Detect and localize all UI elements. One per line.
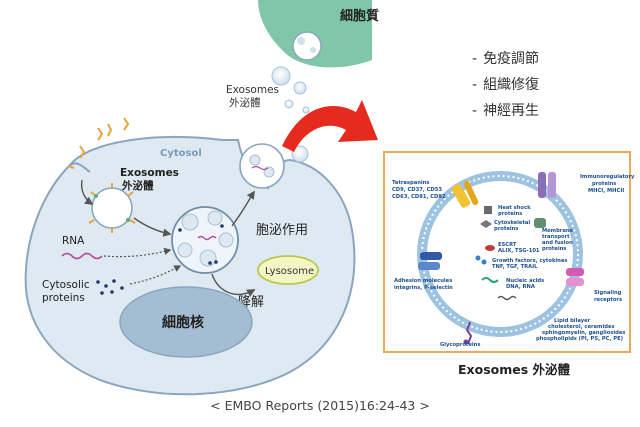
label-nucleic-acids-2: DNA, RNA: [506, 284, 535, 290]
early-endosome: [88, 183, 136, 233]
label-adhesion-1: Adhesion molecules: [394, 278, 452, 284]
label-cytoskeletal-2: proteins: [494, 226, 518, 232]
multivesicular-body: [171, 206, 239, 274]
cytosol-label: Cytosol: [160, 148, 202, 159]
source-caption: < EMBO Reports (2015)16:24-43 >: [210, 398, 430, 413]
released-exosomes-label-en: Exosomes: [226, 84, 279, 96]
label-signaling-2: receptors: [594, 297, 622, 303]
label-heat-shock-2: proteins: [498, 211, 522, 217]
label-lipid-bilayer-4: phospholipids (PI, PS, PC, PE): [536, 336, 623, 342]
label-lipid-bilayer-2: cholesterol, ceramides: [548, 324, 615, 330]
label-escrt-2: ALIX, TSG-101: [498, 248, 540, 254]
label-tetraspanins-3: CD63, CD81, CD82: [392, 194, 446, 200]
label-nucleic-acids-1: Nucleic acids: [506, 278, 544, 284]
cytosolic-proteins-label-line2: proteins: [42, 292, 85, 304]
label-tetraspanins-1: Tetraspanins: [392, 180, 429, 186]
detail-labels: Tetraspanins CD9, CD37, CD53 CD63, CD81,…: [392, 174, 635, 348]
inner-exosomes-label-en: Exosomes: [120, 167, 179, 179]
label-adhesion-2: integrins, P-selectin: [394, 285, 453, 291]
inner-exosomes-label-zh: 外泌體: [121, 179, 154, 192]
label-immunoregulatory-2: proteins: [592, 181, 616, 187]
rna-label: RNA: [62, 235, 85, 247]
budding-exosome: [239, 143, 309, 189]
label-cytoskeletal-1: Cytoskeletal: [494, 220, 530, 226]
rna-strand: [61, 252, 103, 260]
exosome-detail-title: Exosomes 外泌體: [458, 362, 571, 377]
benefits-list: -免疫調節 -組織修復 -神經再生: [472, 46, 632, 124]
membrane-proteins: [418, 172, 584, 345]
released-exosomes-label-zh: 外泌體: [229, 96, 261, 109]
label-membrane-transport-3: and fusion: [542, 240, 573, 246]
cargo-icons: [475, 206, 546, 301]
red-arrow: [282, 100, 378, 152]
label-growth-factors-2: TNF, TGF, TRAIL: [492, 264, 538, 270]
lysosome: [257, 255, 319, 285]
label-signaling-1: Signaling: [594, 290, 622, 296]
label-heat-shock-1: Heat shock: [498, 205, 531, 211]
lysosome-label: Lysosome: [265, 266, 314, 277]
label-immunoregulatory-3: MHCI, MHCII: [588, 188, 624, 194]
benefit-item: -神經再生: [472, 103, 540, 119]
label-lipid-bilayer-3: sphingomyelin, gangliosides: [542, 330, 626, 336]
label-membrane-transport-1: Membrane: [542, 228, 574, 234]
cytoplasm-label: 細胞質: [340, 8, 379, 24]
nucleus-label: 細胞核: [162, 314, 204, 331]
nucleus: [119, 286, 253, 358]
label-lipid-bilayer-1: Lipid bilayer: [554, 318, 591, 324]
label-growth-factors-1: Growth factors, cytokines: [492, 258, 567, 264]
cytosolic-protein-dots: [96, 279, 124, 295]
exocytosis-label: 胞泌作用: [256, 223, 308, 238]
benefit-item: -組織修復: [472, 77, 540, 93]
benefit-item: -免疫調節: [472, 51, 540, 67]
label-glycoproteins: Glycoproteins: [440, 342, 480, 348]
label-membrane-transport-2: transport: [542, 234, 570, 240]
label-tetraspanins-2: CD9, CD37, CD53: [392, 187, 442, 193]
cytoplasm-vesicles: [271, 31, 322, 114]
label-escrt-1: ESCRT: [498, 242, 517, 248]
label-membrane-transport-4: proteins: [542, 246, 566, 252]
cytosolic-proteins-label-line1: Cytosolic: [42, 279, 90, 291]
surface-proteins: [67, 117, 130, 169]
label-immunoregulatory-1: Immunoregulatory: [580, 174, 635, 180]
